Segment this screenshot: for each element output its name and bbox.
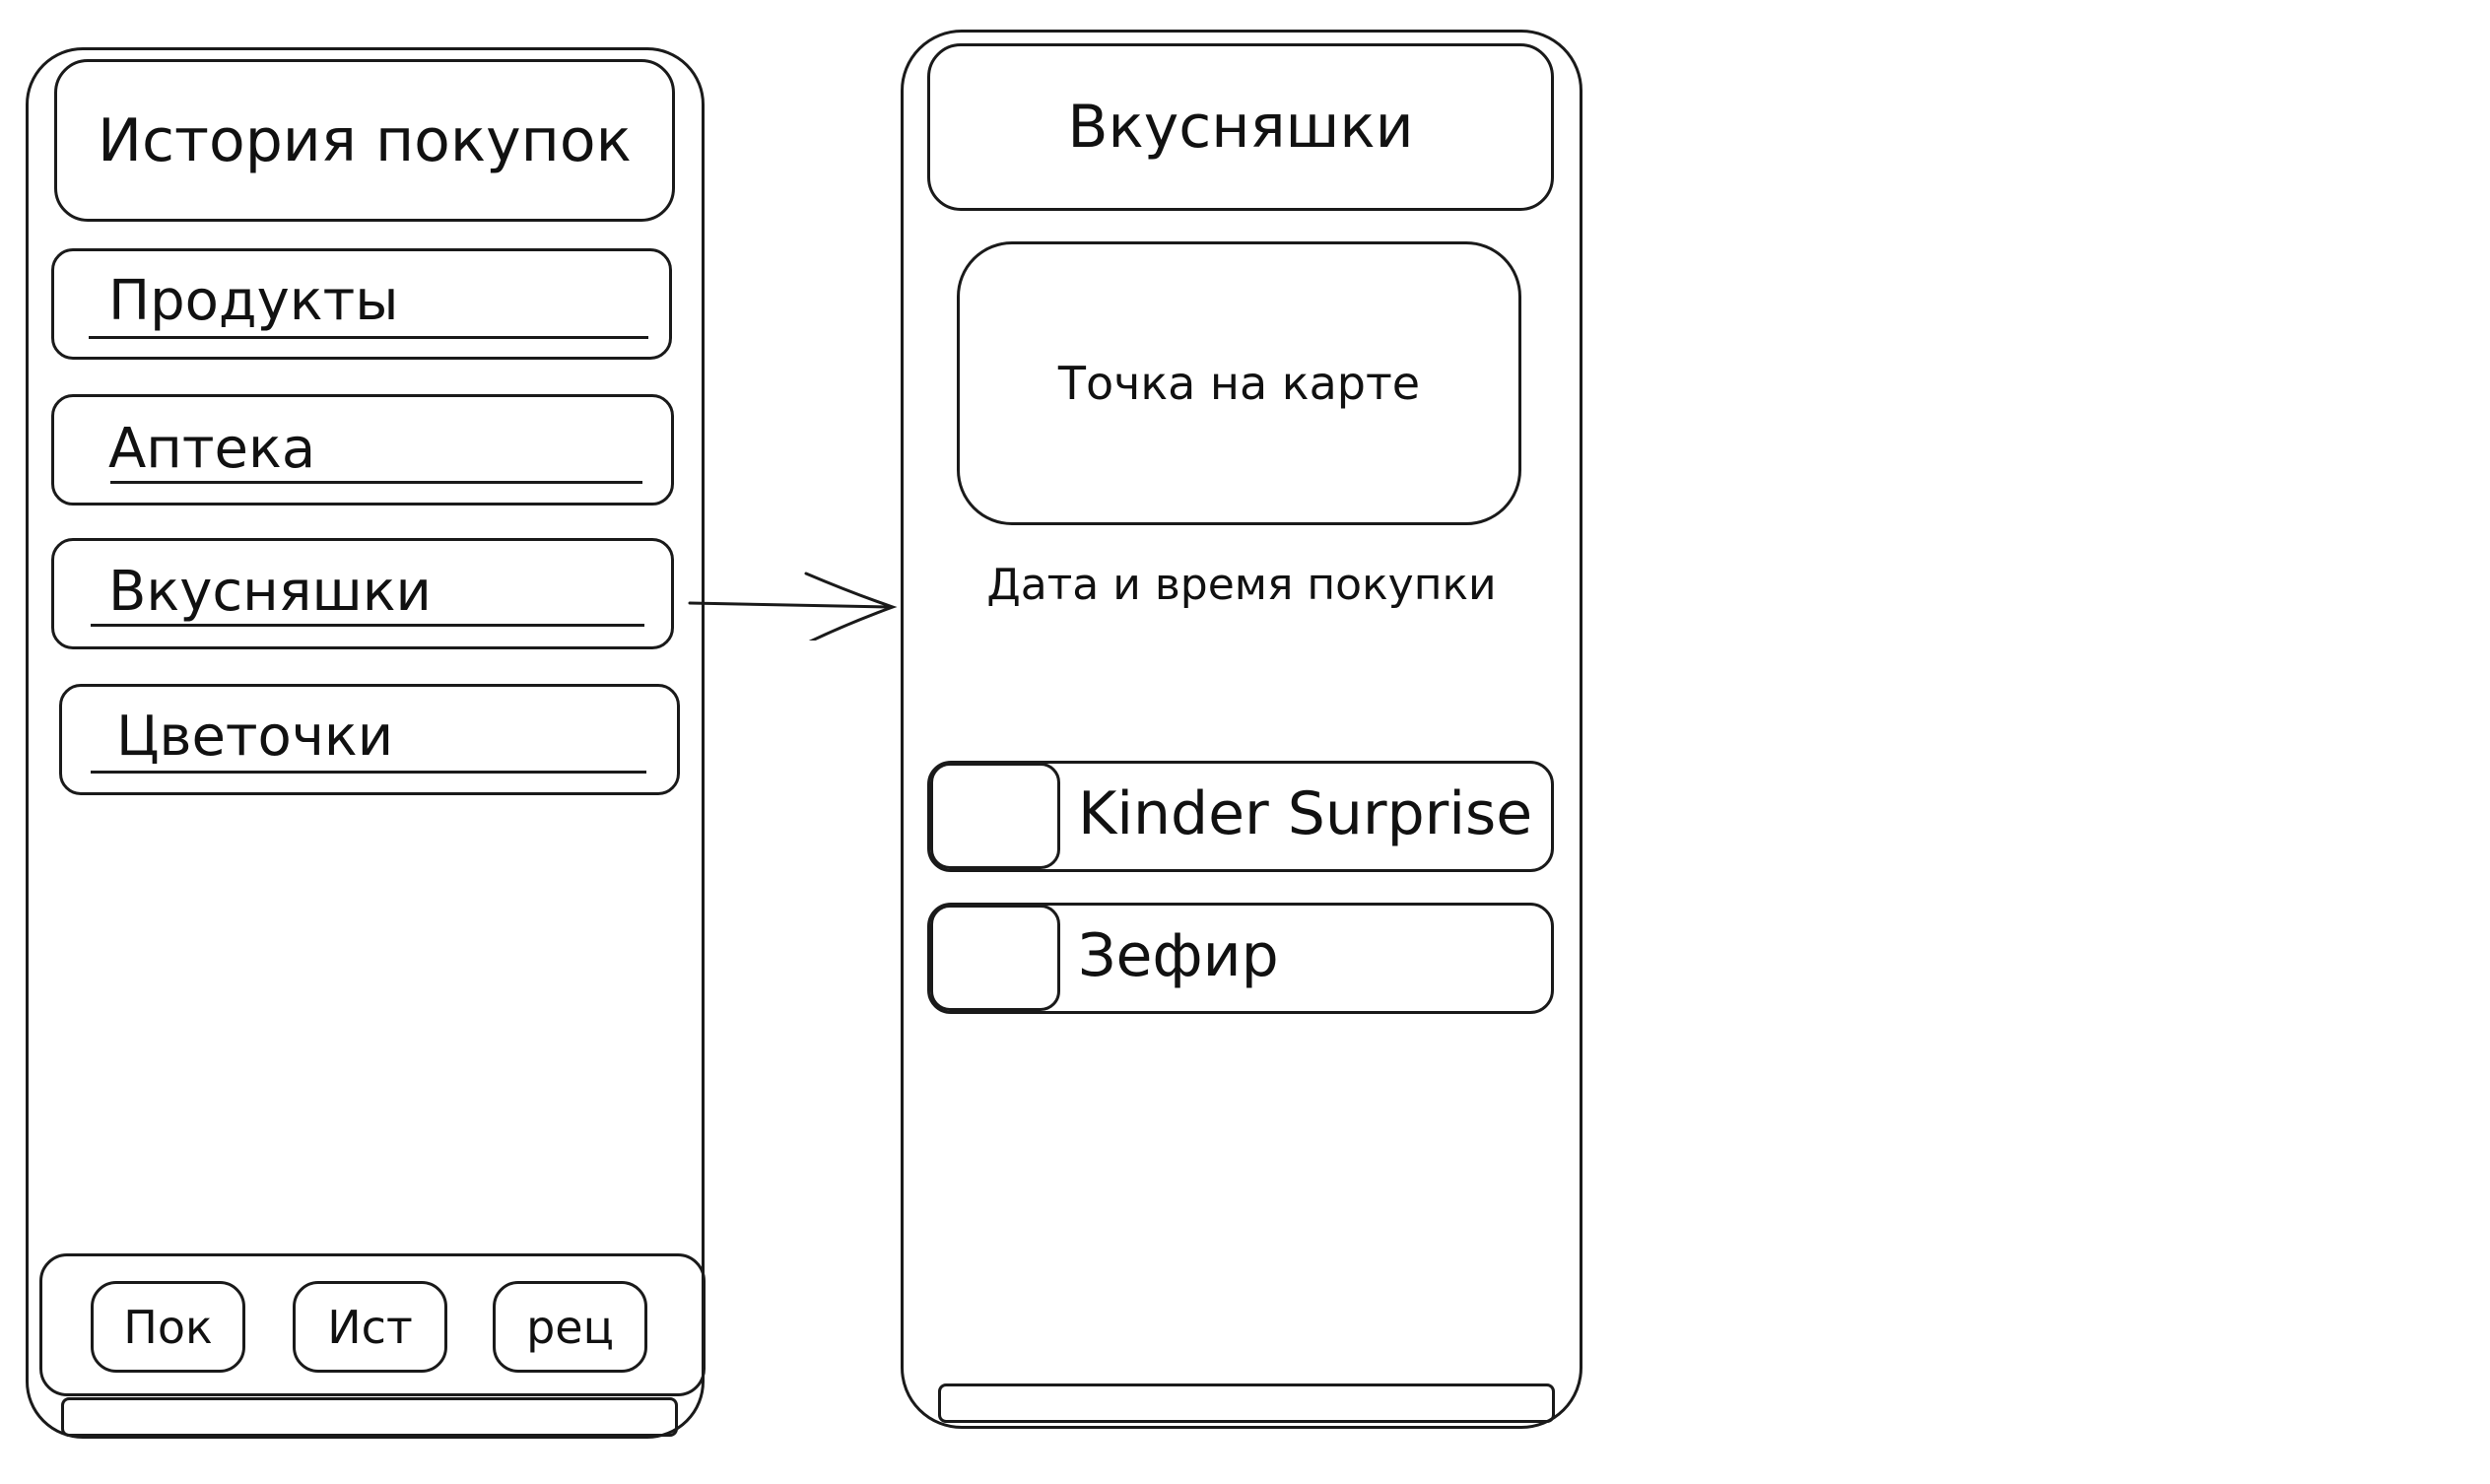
home-indicator [938, 1383, 1555, 1423]
home-indicator [61, 1397, 678, 1437]
product-thumbnail [930, 905, 1060, 1011]
tab-history[interactable]: Ист [293, 1281, 447, 1373]
category-underline [89, 336, 648, 339]
map-placeholder-label: Точка на карте [1057, 357, 1421, 410]
category-item-treats[interactable] [51, 538, 674, 649]
category-item-pharmacy[interactable] [51, 394, 674, 506]
product-row[interactable] [927, 761, 1554, 872]
category-label-flowers: Цветочки [116, 705, 394, 769]
category-label-pharmacy: Аптека [108, 417, 316, 481]
history-header [54, 59, 675, 222]
category-underline [91, 624, 644, 627]
history-title: История покупок [98, 105, 632, 175]
category-label-treats: Вкусняшки [108, 560, 432, 624]
detail-title: Вкусняшки [1067, 93, 1414, 162]
detail-screen-frame [901, 30, 1582, 1429]
map-placeholder[interactable] [957, 241, 1521, 525]
product-row[interactable] [927, 903, 1554, 1014]
history-screen-frame [26, 47, 705, 1439]
product-name: Зефир [1078, 921, 1279, 990]
category-underline [91, 771, 646, 774]
navigation-arrow [688, 572, 898, 641]
detail-header [927, 43, 1554, 211]
tab-bar [39, 1253, 706, 1396]
purchase-datetime-label: Дата и время покупки [986, 560, 1497, 610]
tab-purchases[interactable]: Пок [91, 1281, 245, 1373]
category-underline [110, 481, 642, 484]
category-item-flowers[interactable] [59, 684, 680, 795]
product-thumbnail [930, 763, 1060, 869]
category-item-products[interactable] [51, 248, 672, 360]
tab-receipts[interactable]: рец [493, 1281, 647, 1373]
category-label-products: Продукты [108, 269, 399, 333]
product-name: Kinder Surprise [1078, 779, 1533, 848]
